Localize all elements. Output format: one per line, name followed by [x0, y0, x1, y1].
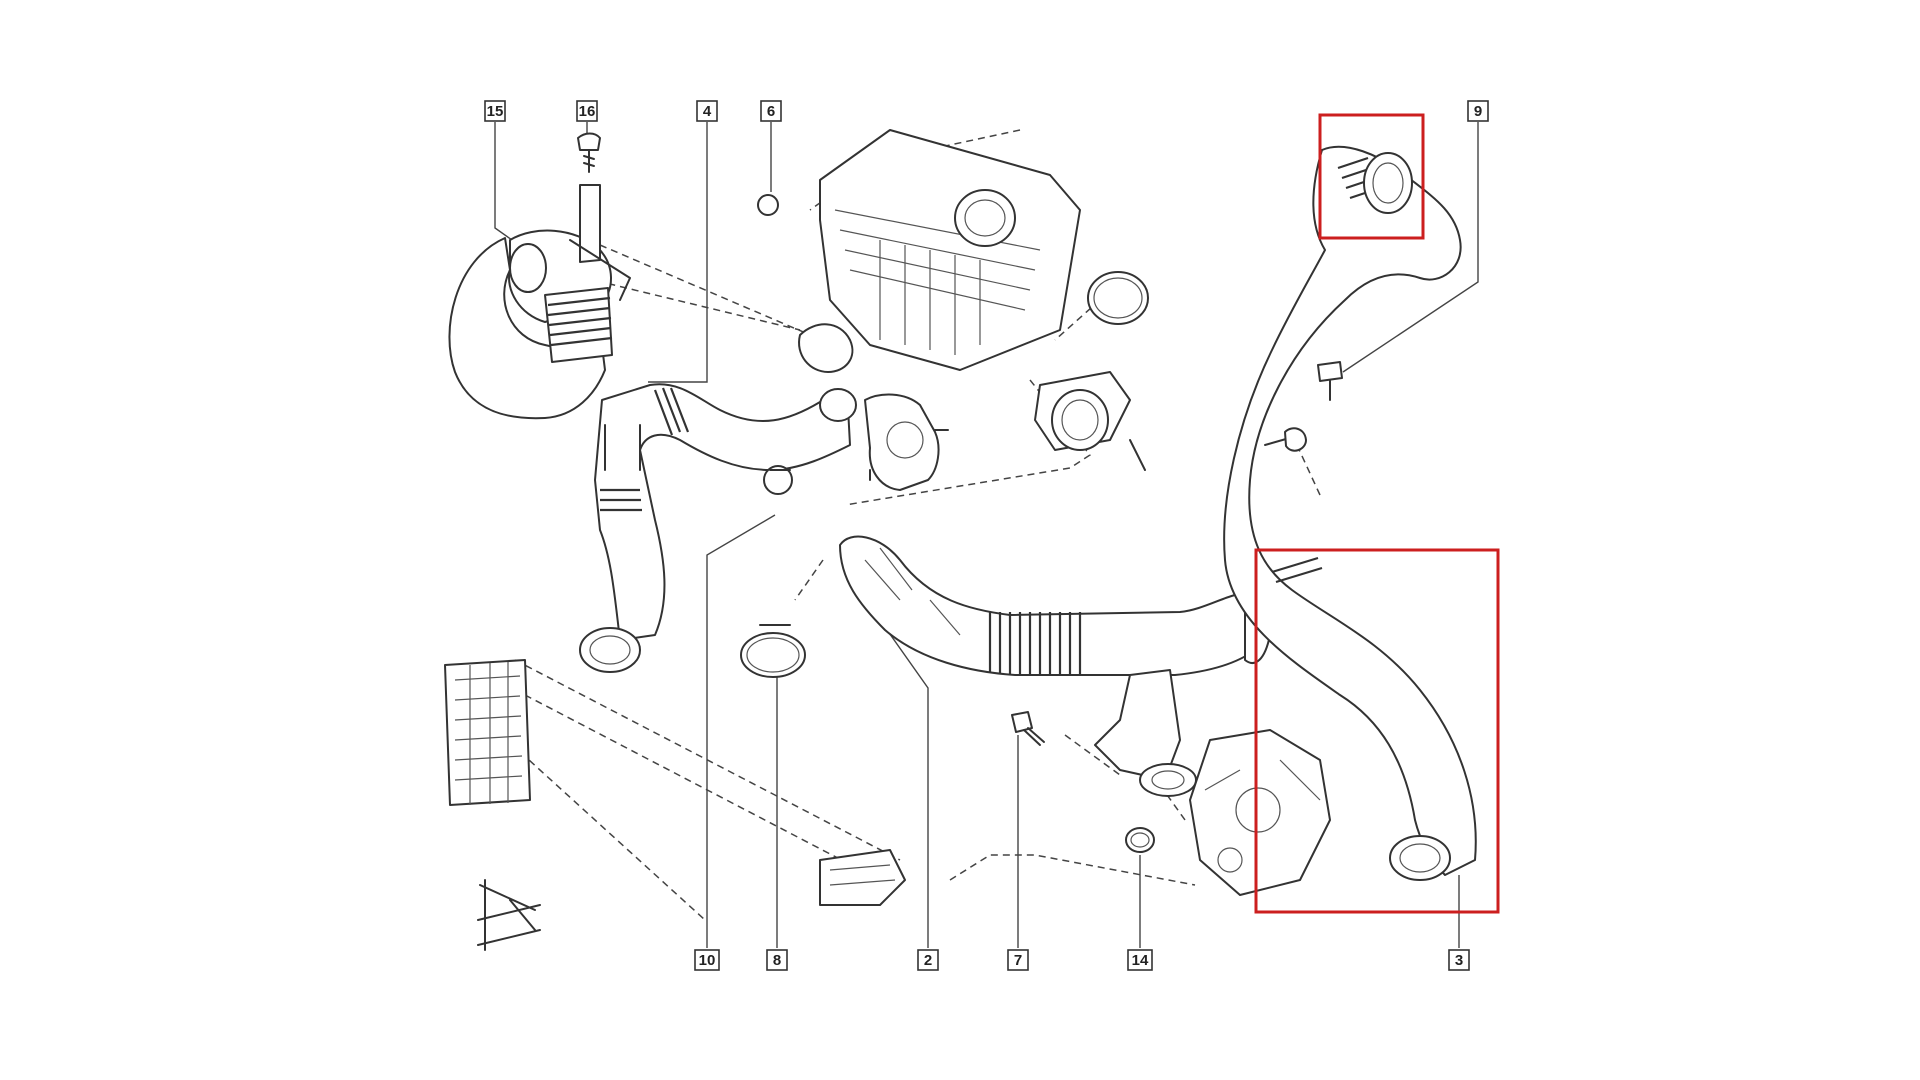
- callout-7: 7: [1007, 949, 1029, 971]
- throttle-body: [864, 393, 949, 491]
- highlight-box-top: [1318, 113, 1425, 240]
- engine-bracket: [1189, 729, 1331, 896]
- intercooler: [444, 659, 906, 951]
- part-6-air-box: [757, 129, 1081, 373]
- o-ring-adapter: [1034, 271, 1149, 471]
- callout-2-label: 2: [924, 952, 932, 969]
- leader-lines: [494, 122, 1479, 948]
- callout-15: 15: [484, 100, 506, 122]
- part-4-hose: [579, 383, 851, 673]
- callout-2: 2: [917, 949, 939, 971]
- bolt-right: [1284, 361, 1343, 452]
- part-14-ring: [1125, 827, 1155, 853]
- callout-14-label: 14: [1132, 952, 1149, 969]
- clamp-small: [763, 388, 857, 495]
- highlight-boxes: [1254, 113, 1500, 914]
- part-16-screw: [577, 132, 601, 173]
- part-7-bolt: [1011, 711, 1045, 746]
- callout-9: 9: [1467, 100, 1489, 122]
- callout-6-label: 6: [767, 103, 775, 120]
- callout-10: 10: [694, 949, 720, 971]
- highlight-box-bottom: [1254, 548, 1500, 914]
- part-9-3-long-hose: [1223, 145, 1477, 881]
- callout-7-label: 7: [1014, 952, 1022, 969]
- callout-8-label: 8: [773, 952, 781, 969]
- callout-3: 3: [1448, 949, 1470, 971]
- callout-9-label: 9: [1474, 103, 1482, 120]
- callout-4: 4: [696, 100, 718, 122]
- callouts: 15 16 4 6 9 10 8 2: [484, 100, 1489, 971]
- callout-3-label: 3: [1455, 952, 1463, 969]
- callout-15-label: 15: [487, 103, 504, 120]
- callout-8: 8: [766, 949, 788, 971]
- callout-14: 14: [1127, 949, 1153, 971]
- callout-16-label: 16: [579, 103, 596, 120]
- part-8-clamp: [740, 624, 806, 678]
- callout-10-label: 10: [699, 952, 716, 969]
- callout-6: 6: [760, 100, 782, 122]
- callout-4-label: 4: [703, 103, 712, 120]
- part-15-air-duct: [448, 184, 631, 420]
- callout-16: 16: [576, 100, 598, 122]
